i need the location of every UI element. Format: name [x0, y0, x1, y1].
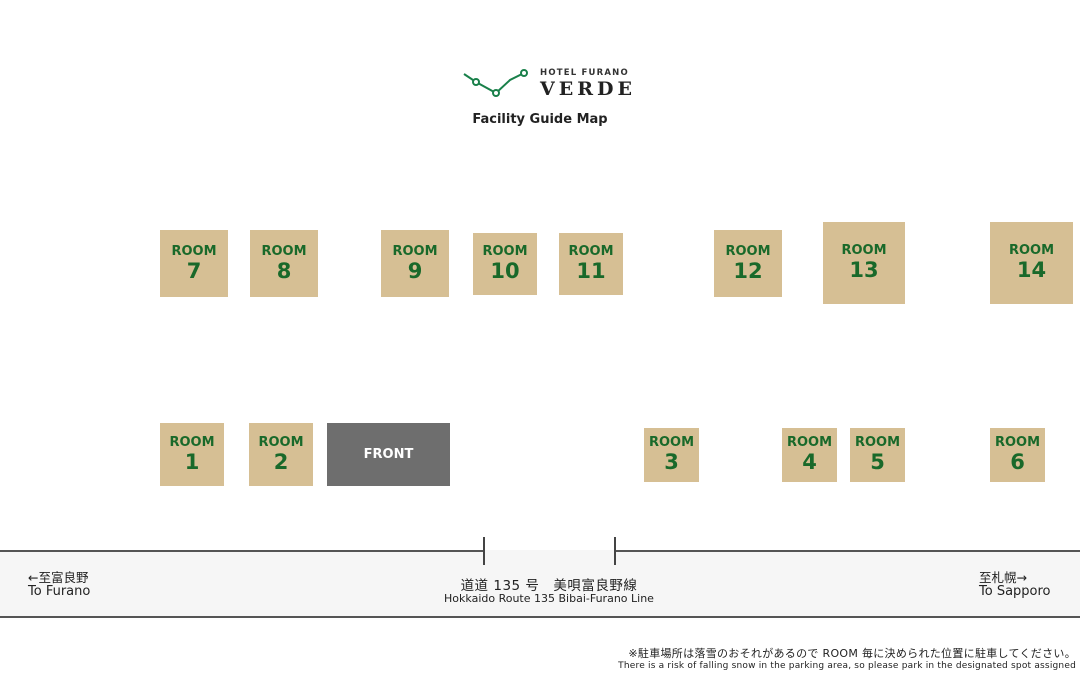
- room-number: 3: [664, 450, 679, 474]
- room-number: 2: [273, 449, 289, 474]
- room-number: 14: [1016, 258, 1047, 282]
- room-14[interactable]: ROOM 14: [990, 222, 1073, 304]
- room-13[interactable]: ROOM 13: [823, 222, 905, 304]
- room-label: ROOM: [169, 434, 215, 450]
- room-6[interactable]: ROOM 6: [990, 428, 1045, 482]
- room-number: 1: [184, 449, 200, 474]
- room-1[interactable]: ROOM 1: [160, 423, 224, 486]
- room-2[interactable]: ROOM 2: [249, 423, 313, 486]
- room-label: ROOM: [841, 243, 887, 258]
- room-11[interactable]: ROOM 11: [559, 233, 623, 295]
- room-12[interactable]: ROOM 12: [714, 230, 782, 297]
- direction-left-jp: ←至富良野: [28, 570, 89, 585]
- road-surface: [0, 550, 1080, 618]
- room-label: ROOM: [258, 434, 304, 450]
- room-number: 4: [802, 450, 817, 474]
- direction-right-en: To Sapporo: [979, 584, 1051, 599]
- room-3[interactable]: ROOM 3: [644, 428, 699, 482]
- room-number: 8: [276, 258, 292, 283]
- road-edge-line: [0, 616, 1080, 618]
- room-label: ROOM: [854, 435, 901, 450]
- road-edge-line: [0, 550, 484, 552]
- direction-right-jp: 至札幌→: [979, 570, 1027, 585]
- room-number: 5: [870, 450, 885, 474]
- room-7[interactable]: ROOM 7: [160, 230, 228, 297]
- hotel-logo-icon: [462, 66, 530, 100]
- room-label: ROOM: [392, 243, 438, 259]
- parking-note-en: There is a risk of falling snow in the p…: [618, 661, 1076, 671]
- room-number: 13: [849, 258, 879, 282]
- room-number: 6: [1010, 450, 1025, 474]
- brand-subtitle: HOTEL FURANO: [540, 68, 629, 78]
- room-label: ROOM: [994, 435, 1041, 450]
- room-label: ROOM: [568, 244, 614, 259]
- brand-name: VERDE: [540, 78, 636, 100]
- room-label: ROOM: [725, 243, 771, 259]
- room-label: ROOM: [261, 243, 307, 259]
- room-label: ROOM: [482, 244, 528, 259]
- parking-note-jp: ※駐車場所は落雪のおそれがあるので ROOM 毎に決められた位置に駐車してくださ…: [628, 647, 1076, 660]
- room-10[interactable]: ROOM 10: [473, 233, 537, 295]
- route-name-jp: 道道 135 号 美唄富良野線: [460, 578, 638, 594]
- room-number: 9: [407, 258, 423, 283]
- entrance-marker: [614, 537, 616, 565]
- room-number: 10: [490, 259, 520, 283]
- room-label: ROOM: [1008, 243, 1055, 258]
- room-label: ROOM: [648, 435, 695, 450]
- front-desk-building[interactable]: FRONT: [327, 423, 450, 486]
- road-edge-line: [614, 550, 1080, 552]
- room-8[interactable]: ROOM 8: [250, 230, 318, 297]
- route-name-en: Hokkaido Route 135 Bibai-Furano Line: [444, 592, 654, 605]
- room-label: ROOM: [786, 435, 833, 450]
- room-5[interactable]: ROOM 5: [850, 428, 905, 482]
- room-9[interactable]: ROOM 9: [381, 230, 449, 297]
- room-4[interactable]: ROOM 4: [782, 428, 837, 482]
- room-number: 11: [576, 259, 606, 283]
- entrance-marker: [483, 537, 485, 565]
- room-number: 7: [186, 258, 202, 283]
- room-label: ROOM: [171, 243, 217, 259]
- room-number: 12: [733, 258, 763, 283]
- map-title: Facility Guide Map: [472, 112, 608, 127]
- direction-left-en: To Furano: [28, 584, 91, 599]
